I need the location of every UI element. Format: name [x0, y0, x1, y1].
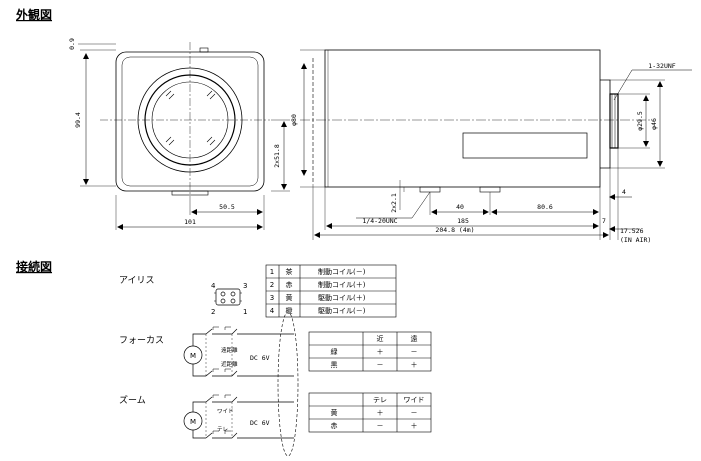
tripod-leader [411, 191, 431, 219]
zoom-row-tele: ＋ [377, 409, 384, 417]
iris-table-row: 1 茶 制動コイル(－) [270, 267, 366, 276]
front-view [78, 42, 290, 230]
iris-table-row: 4 橙 駆動コイル(－) [270, 306, 366, 315]
dim-half-width-label: 50.5 [219, 203, 235, 211]
zoom-header-tele: テレ [373, 396, 387, 404]
dim-width-label: 101 [184, 218, 196, 226]
front-bottom-mount [171, 190, 209, 196]
table-row: 黄 ＋ － [331, 408, 418, 417]
iris-table-row: 2 赤 制動コイル(＋) [270, 280, 366, 289]
iris-label: アイリス [119, 276, 155, 286]
zoom-switch-tele: テレ [217, 426, 228, 433]
zoom-row-wide: ＋ [411, 422, 418, 430]
iris-row-function: 制動コイル(－) [318, 267, 366, 276]
side-c-mount [609, 93, 619, 149]
wiring-diagram-title: 接続図 [16, 259, 52, 274]
iris-table [265, 264, 397, 318]
iris-pin-4: 4 [211, 282, 216, 290]
focus-switch-far: 遠距離 [221, 346, 238, 354]
iris-row-color: 黄 [286, 293, 293, 302]
focus-header-near: 近 [377, 334, 384, 343]
focus-motor-label: M [190, 352, 196, 360]
side-label-plate [462, 132, 588, 159]
glass-hatch-marks [165, 90, 216, 146]
zoom-motor-label: M [190, 418, 196, 426]
focus-row-wire: 緑 [331, 347, 338, 356]
dim-flange-note: (IN AIR) [620, 236, 651, 244]
dim-total-label: 204.8 (4m) [435, 226, 474, 234]
side-second-mount [479, 186, 501, 193]
focus-row-near: ＋ [377, 348, 384, 356]
focus-row-near: － [377, 361, 384, 369]
cable-bundle-outline [277, 311, 299, 457]
dim-80-6-label: 80.6 [537, 203, 553, 211]
iris-row-num: 2 [270, 281, 274, 289]
iris-pin-2: 2 [211, 308, 215, 316]
iris-row-num: 1 [270, 268, 274, 276]
zoom-row-wire: 黄 [331, 408, 338, 417]
zoom-label: ズーム [119, 394, 146, 406]
iris-row-color: 茶 [286, 267, 293, 276]
table-row: 緑 ＋ － [331, 347, 418, 356]
thread-leader [613, 69, 633, 101]
focus-header-far: 遠 [411, 334, 418, 343]
dim-thread-label: 1-32UNF [648, 62, 675, 70]
side-tripod-mount [419, 186, 441, 193]
focus-row-wire: 黒 [331, 361, 338, 369]
zoom-row-wire: 赤 [331, 422, 338, 430]
iris-row-num: 3 [270, 294, 274, 302]
dim-185-label: 185 [457, 217, 469, 225]
focus-row-far: － [411, 348, 418, 356]
side-view [300, 49, 692, 240]
dim-center-height-label: 2x51.8 [273, 144, 281, 168]
iris-row-function: 駆動コイル(－) [318, 306, 366, 315]
iris-pin-1: 1 [243, 308, 247, 316]
focus-row-far: ＋ [411, 361, 418, 369]
zoom-row-wide: － [411, 409, 418, 417]
iris-connector [214, 288, 242, 306]
iris-row-num: 4 [270, 307, 275, 315]
iris-row-function: 駆動コイル(＋) [318, 293, 366, 302]
dim-tripod-label: 1/4-20UNC [362, 217, 397, 225]
dim-step-label: 2x2.1 [390, 193, 398, 213]
table-row: 赤 － ＋ [331, 422, 418, 430]
dim-flange-label: 17.526 [620, 227, 644, 235]
dim-4-label: 4 [622, 188, 626, 196]
iris-row-color: 橙 [286, 306, 293, 315]
focus-circuit [183, 326, 294, 377]
dim-7-label: 7 [602, 217, 606, 225]
zoom-row-tele: － [377, 422, 384, 430]
zoom-circuit [183, 394, 294, 439]
dim-top-label: 0.9 [68, 38, 76, 50]
dim-d1-label: φ29.5 [636, 111, 644, 131]
iris-row-color: 赤 [286, 281, 293, 289]
iris-pin-3: 3 [243, 282, 247, 290]
exterior-view-title: 外観図 [16, 7, 52, 22]
front-top-tab [199, 47, 209, 53]
focus-switch-near: 近距離 [221, 360, 238, 368]
zoom-voltage: DC 6V [250, 419, 270, 427]
focus-voltage: DC 6V [250, 354, 270, 362]
dim-height-label: 99.4 [74, 112, 82, 128]
focus-label: フォーカス [119, 335, 164, 346]
side-body-outline [324, 49, 601, 188]
iris-table-row: 3 黄 駆動コイル(＋) [270, 293, 366, 302]
side-lens-flange [600, 79, 611, 169]
dim-d2-label: φ46 [650, 118, 658, 130]
dim-40-label: 40 [456, 203, 464, 211]
zoom-table [308, 392, 432, 433]
dim-diameter-label: φ80 [290, 114, 298, 126]
zoom-switch-wide: ワイド [217, 408, 234, 415]
focus-table [308, 331, 432, 372]
iris-row-function: 制動コイル(＋) [318, 280, 366, 289]
table-row: 黒 － ＋ [331, 361, 418, 369]
zoom-header-wide: ワイド [404, 396, 425, 404]
